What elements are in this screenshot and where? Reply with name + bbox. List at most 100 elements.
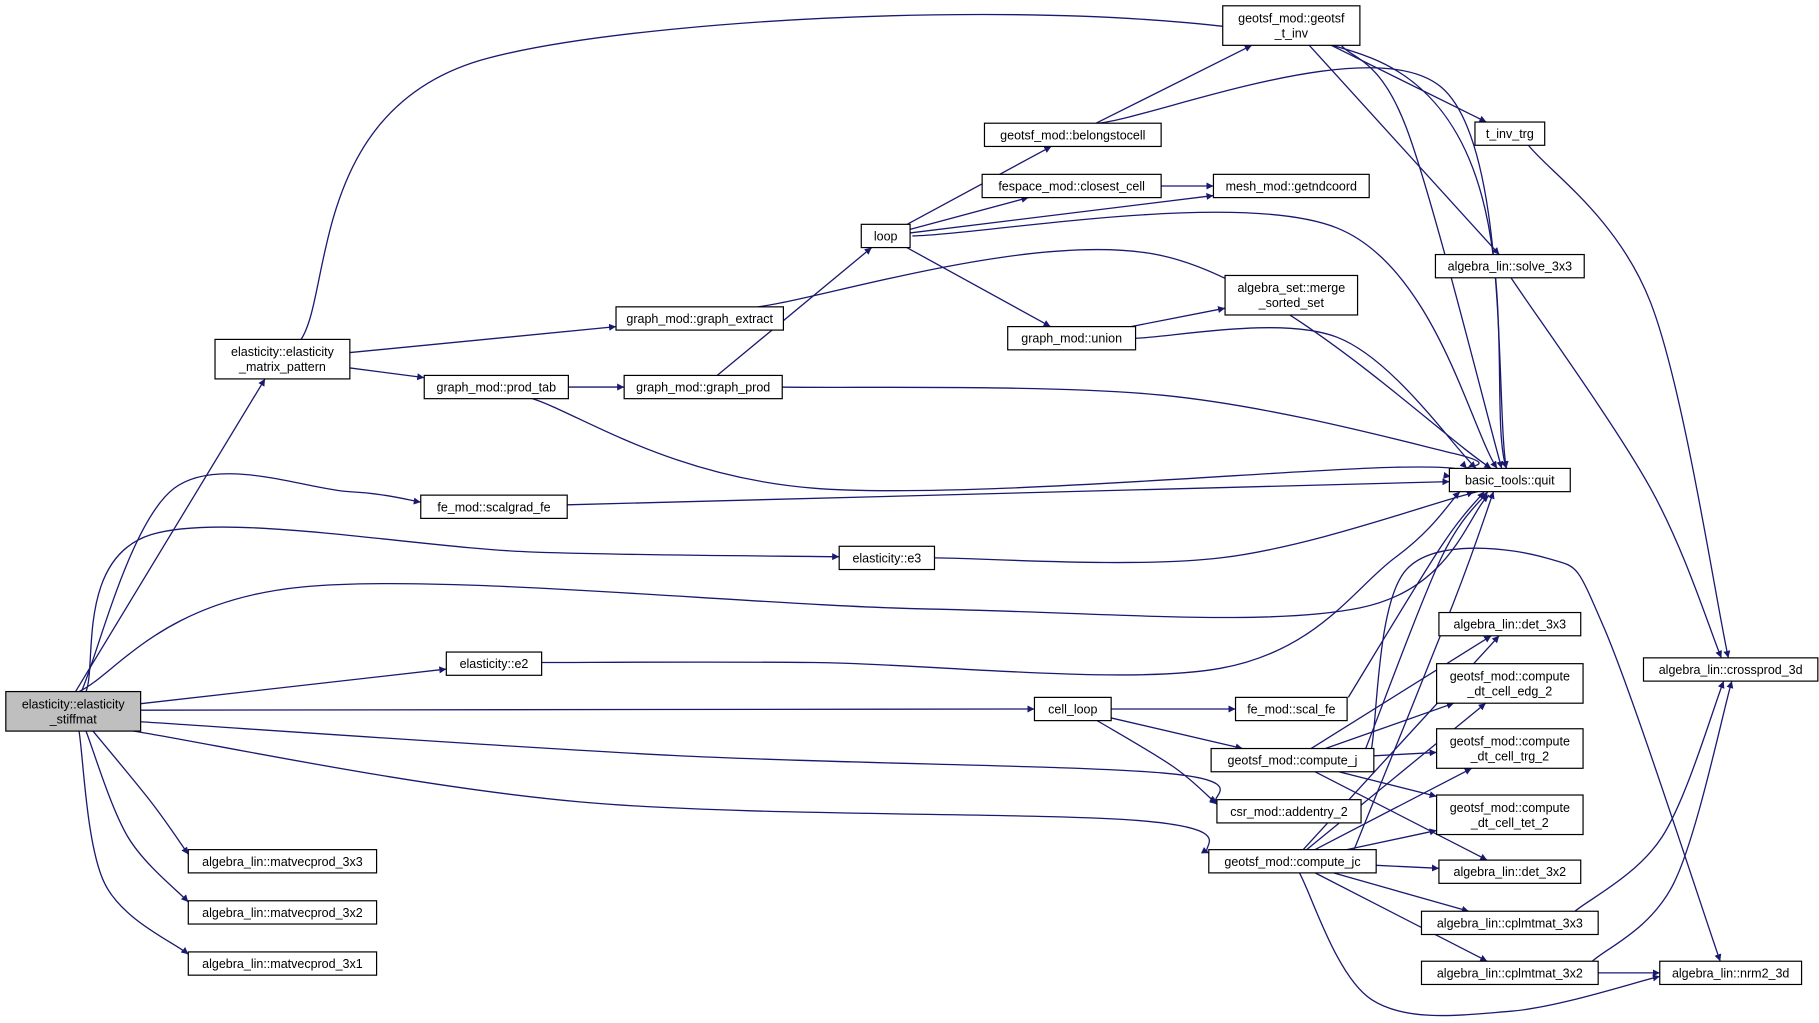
edge-compute_j-to-det_3x2 bbox=[1314, 771, 1488, 861]
node-box bbox=[5, 690, 142, 732]
node-box bbox=[187, 849, 378, 874]
node-graph_extract[interactable]: graph_mod::graph_extract bbox=[615, 306, 784, 331]
node-label: graph_mod::graph_prod bbox=[636, 381, 770, 395]
node-det_3x2[interactable]: algebra_lin::det_3x2 bbox=[1438, 859, 1582, 884]
node-box bbox=[1436, 794, 1584, 836]
node-scal_fe[interactable]: fe_mod::scal_fe bbox=[1234, 696, 1348, 722]
node-det_3x3[interactable]: algebra_lin::det_3x3 bbox=[1438, 611, 1582, 637]
edge-stiffmat-to-matvecprod_3x1 bbox=[78, 730, 189, 955]
node-label: algebra_lin::cplmtmat_3x2 bbox=[1437, 966, 1583, 980]
node-compute_jc[interactable]: geotsf_mod::compute_jc bbox=[1208, 849, 1377, 874]
node-quit[interactable]: basic_tools::quit bbox=[1448, 467, 1571, 493]
node-label: algebra_lin::nrm2_3d bbox=[1672, 966, 1789, 980]
node-label: _sorted_set bbox=[1258, 296, 1325, 310]
edge-stiffmat-to-scalgrad_fe bbox=[80, 473, 421, 692]
node-label: geotsf_mod::geotsf bbox=[1238, 12, 1345, 26]
node-dt_cell_tet_2[interactable]: geotsf_mod::compute_dt_cell_tet_2 bbox=[1436, 794, 1584, 836]
edge-matrix_pattern-to-prod_tab bbox=[349, 367, 425, 381]
node-dt_cell_trg_2[interactable]: geotsf_mod::compute_dt_cell_trg_2 bbox=[1436, 728, 1584, 769]
node-getndcoord[interactable]: mesh_mod::getndcoord bbox=[1212, 173, 1370, 199]
edge-compute_jc-to-nrm2_3d bbox=[1298, 872, 1660, 1017]
node-label: algebra_lin::crossprod_3d bbox=[1659, 663, 1803, 677]
node-loop[interactable]: loop bbox=[860, 223, 911, 249]
node-box bbox=[187, 951, 378, 976]
node-label: elasticity::e2 bbox=[460, 657, 529, 671]
edge-stiffmat-to-addentry_2 bbox=[140, 721, 1221, 803]
node-label: t_inv_trg bbox=[1486, 127, 1534, 141]
edge-compute_j-to-dt_cell_edg_2 bbox=[1325, 702, 1455, 750]
edge-graph_prod-to-quit bbox=[782, 386, 1480, 470]
node-graph_prod[interactable]: graph_mod::graph_prod bbox=[623, 374, 783, 400]
node-label: mesh_mod::getndcoord bbox=[1226, 179, 1357, 193]
node-box bbox=[1474, 121, 1546, 146]
node-addentry_2[interactable]: csr_mod::addentry_2 bbox=[1216, 799, 1362, 824]
edge-belongstocell-to-geotsf_t_inv bbox=[1095, 44, 1253, 124]
node-cell_loop[interactable]: cell_loop bbox=[1033, 696, 1112, 722]
node-dt_cell_edg_2[interactable]: geotsf_mod::compute_dt_cell_edg_2 bbox=[1436, 663, 1584, 704]
node-compute_j[interactable]: geotsf_mod::compute_j bbox=[1210, 747, 1375, 773]
node-crossprod_3d[interactable]: algebra_lin::crossprod_3d bbox=[1642, 657, 1819, 682]
edge-belongstocell-to-quit bbox=[1098, 67, 1509, 469]
function-nodes: elasticity::elasticity_stiffmat elasticit… bbox=[5, 5, 1819, 986]
node-box bbox=[1212, 173, 1370, 199]
node-label: graph_mod::union bbox=[1021, 332, 1122, 346]
edge-cplmtmat_3x3-to-crossprod_3d bbox=[1574, 680, 1725, 912]
node-label: algebra_lin::det_3x2 bbox=[1454, 865, 1567, 879]
node-belongstocell[interactable]: geotsf_mod::belongstocell bbox=[983, 122, 1162, 148]
node-matvecprod_3x2[interactable]: algebra_lin::matvecprod_3x2 bbox=[187, 900, 378, 925]
node-union[interactable]: graph_mod::union bbox=[1007, 326, 1137, 351]
edge-compute_jc-to-dt_cell_trg_2 bbox=[1314, 767, 1473, 851]
edge-graph_extract-to-quit bbox=[757, 248, 1492, 469]
edge-compute_jc-to-dt_cell_edg_2 bbox=[1306, 702, 1487, 851]
node-scalgrad_fe[interactable]: fe_mod::scalgrad_fe bbox=[420, 494, 568, 519]
edge-compute_jc-to-cplmtmat_3x2 bbox=[1314, 872, 1488, 962]
edge-stiffmat-to-quit bbox=[78, 494, 1490, 693]
node-box bbox=[187, 900, 378, 925]
node-e2[interactable]: elasticity::e2 bbox=[445, 651, 543, 676]
edge-solve_3x3-to-crossprod_3d bbox=[1510, 277, 1722, 659]
node-box bbox=[1234, 696, 1348, 722]
node-label: csr_mod::addentry_2 bbox=[1230, 805, 1347, 819]
node-merge_sorted_set[interactable]: algebra_set::merge_sorted_set bbox=[1224, 274, 1359, 316]
edge-e2-to-quit bbox=[541, 491, 1461, 676]
node-cplmtmat_3x2[interactable]: algebra_lin::cplmtmat_3x2 bbox=[1420, 960, 1599, 986]
node-matvecprod_3x3[interactable]: algebra_lin::matvecprod_3x3 bbox=[187, 849, 378, 874]
node-matvecprod_3x1[interactable]: algebra_lin::matvecprod_3x1 bbox=[187, 951, 378, 976]
edge-graph_prod-to-loop bbox=[716, 247, 873, 376]
edge-compute_jc-to-cplmtmat_3x3 bbox=[1333, 872, 1469, 913]
node-label: geotsf_mod::compute bbox=[1450, 801, 1570, 815]
node-label: algebra_lin::solve_3x3 bbox=[1448, 260, 1572, 274]
node-e3[interactable]: elasticity::e3 bbox=[838, 545, 936, 571]
node-label: geotsf_mod::compute_j bbox=[1228, 754, 1358, 768]
node-nrm2_3d[interactable]: algebra_lin::nrm2_3d bbox=[1659, 960, 1803, 986]
node-label: algebra_lin::matvecprod_3x3 bbox=[202, 855, 363, 869]
node-prod_tab[interactable]: graph_mod::prod_tab bbox=[423, 374, 569, 400]
node-solve_3x3[interactable]: algebra_lin::solve_3x3 bbox=[1434, 253, 1585, 279]
node-box bbox=[1216, 799, 1362, 824]
node-box bbox=[1420, 910, 1599, 936]
node-stiffmat[interactable]: elasticity::elasticity_stiffmat bbox=[5, 690, 142, 732]
node-t_inv_trg[interactable]: t_inv_trg bbox=[1474, 121, 1546, 146]
node-box bbox=[1033, 696, 1112, 722]
edge-cell_loop-to-addentry_2 bbox=[1096, 720, 1218, 805]
node-geotsf_t_inv[interactable]: geotsf_mod::geotsf_t_inv bbox=[1222, 5, 1361, 46]
node-box bbox=[1434, 253, 1585, 279]
node-label: geotsf_mod::compute bbox=[1450, 735, 1570, 749]
node-cplmtmat_3x3[interactable]: algebra_lin::cplmtmat_3x3 bbox=[1420, 910, 1599, 936]
edge-matrix_pattern-to-graph_extract bbox=[349, 323, 617, 354]
node-matrix_pattern[interactable]: elasticity::elasticity_matrix_pattern bbox=[214, 338, 351, 380]
node-box bbox=[1438, 859, 1582, 884]
node-label: _t_inv bbox=[1274, 27, 1309, 41]
edge-compute_j-to-quit bbox=[1365, 491, 1489, 749]
edge-loop-to-belongstocell bbox=[906, 145, 1052, 225]
node-label: algebra_lin::matvecprod_3x2 bbox=[202, 906, 363, 920]
node-label: algebra_lin::matvecprod_3x1 bbox=[202, 957, 363, 971]
node-box bbox=[615, 306, 784, 331]
node-label: algebra_lin::cplmtmat_3x3 bbox=[1437, 916, 1583, 930]
node-box bbox=[1436, 728, 1584, 769]
edge-stiffmat-to-e3 bbox=[85, 526, 840, 692]
node-label: _dt_cell_tet_2 bbox=[1470, 816, 1549, 830]
edge-loop-to-getndcoord bbox=[910, 192, 1214, 234]
node-closest_cell[interactable]: fespace_mod::closest_cell bbox=[981, 173, 1162, 199]
